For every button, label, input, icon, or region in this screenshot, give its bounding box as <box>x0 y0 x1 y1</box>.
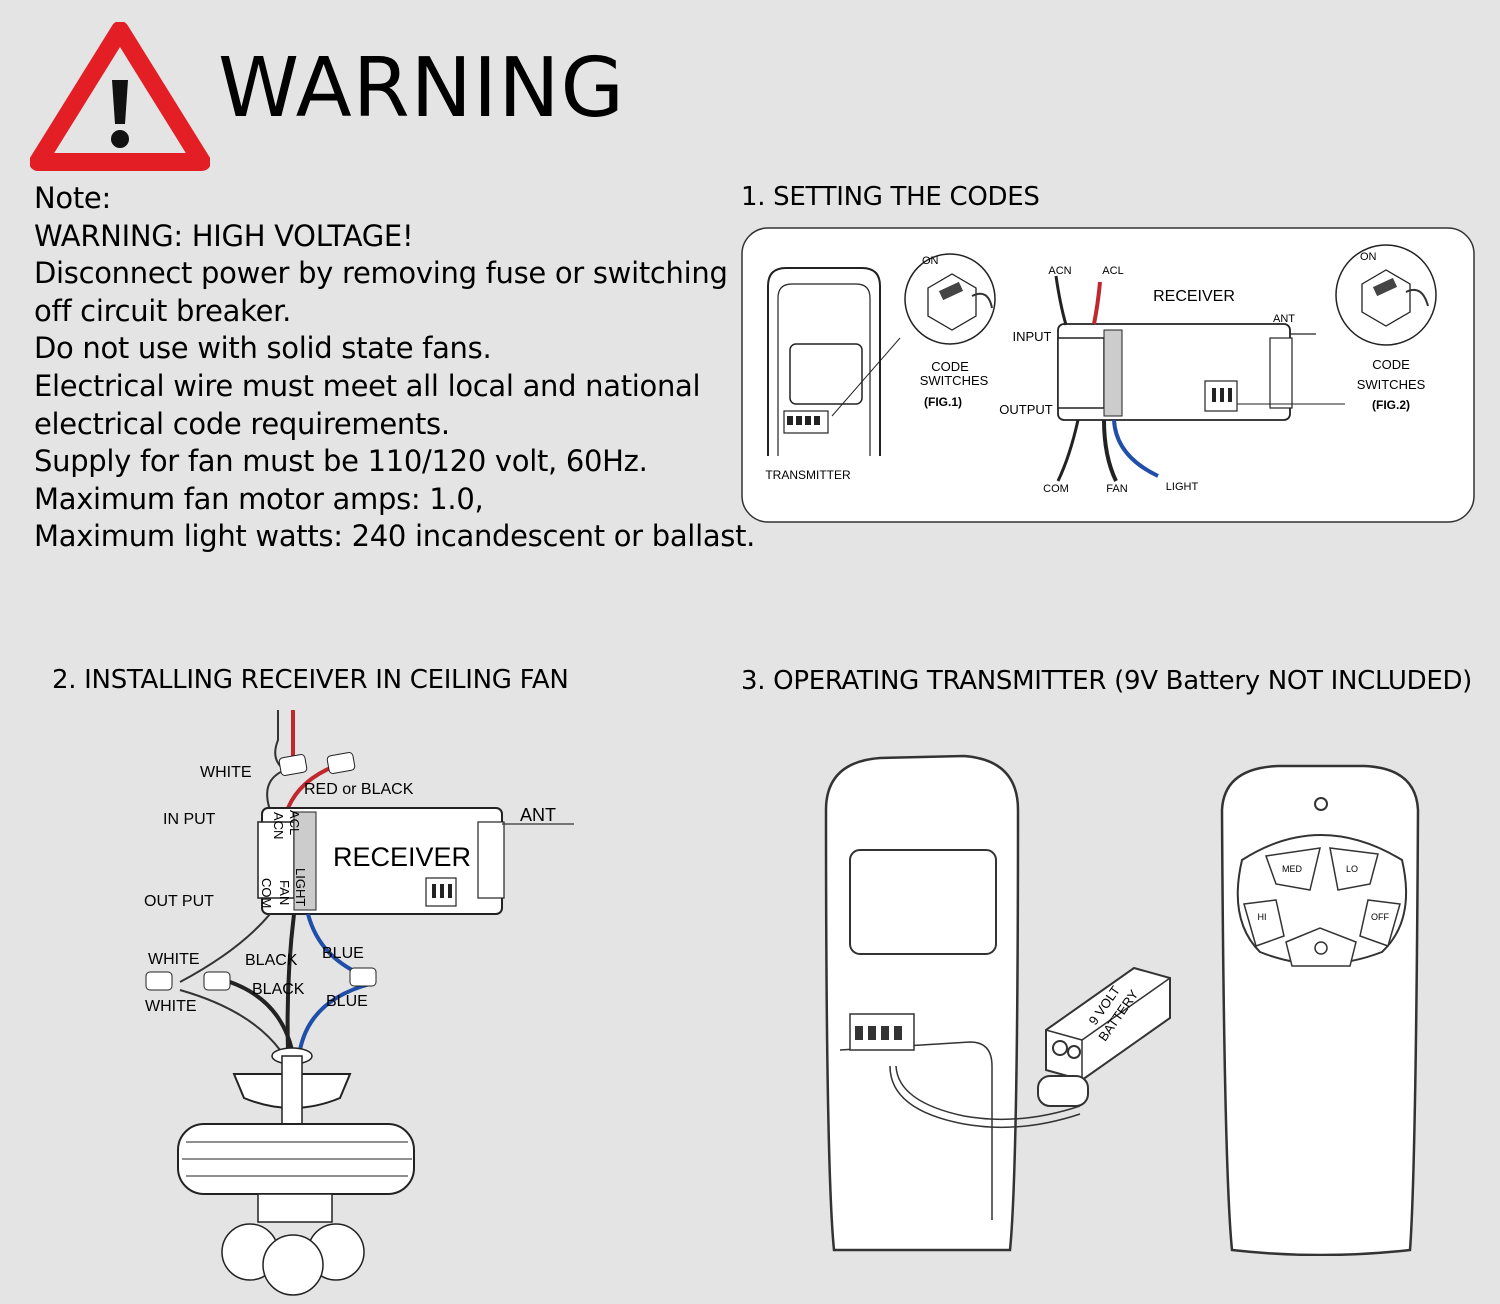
light-label: LIGHT <box>1166 481 1199 493</box>
on-label: ON <box>922 255 939 267</box>
dip-switch-zoom-fig1 <box>904 253 996 345</box>
transmitter-front-illustration <box>1220 764 1420 1256</box>
warning-title: WARNING <box>218 41 626 136</box>
ant-label: ANT <box>520 805 556 825</box>
fan-label: FAN <box>277 880 292 905</box>
on-label: ON <box>1360 251 1377 263</box>
code-switches-label: SWITCHES <box>920 373 989 388</box>
black-label: BLACK <box>245 952 298 969</box>
note-line: Maximum light watts: 240 incandescent or… <box>34 519 756 554</box>
setting-codes-diagram: TRANSMITTER ON CODE SWITCHES (FIG.1) ACN… <box>741 227 1475 523</box>
fan-label: FAN <box>1106 483 1127 495</box>
red-or-black-label: RED or BLACK <box>304 781 414 798</box>
output-label: OUT PUT <box>144 893 214 910</box>
note-line: WARNING: HIGH VOLTAGE! <box>34 218 414 253</box>
output-label: OUTPUT <box>999 402 1053 417</box>
note-line: Maximum fan motor amps: 1.0, <box>34 481 484 516</box>
note-line: Do not use with solid state fans. <box>34 331 492 366</box>
ant-label: ANT <box>1273 313 1295 325</box>
warning-triangle-icon <box>30 22 210 171</box>
wire-nut <box>203 971 231 991</box>
battery-illustration: 9 VOLT BATTERY <box>1037 966 1171 1107</box>
lo-button-label: LO <box>1346 864 1358 874</box>
dip-switch-zoom-fig2 <box>1335 244 1437 346</box>
code-switches-label: SWITCHES <box>1357 377 1426 392</box>
white-label: WHITE <box>145 998 197 1015</box>
acl-label: ACL <box>1102 265 1123 277</box>
note-line: Disconnect power by removing fuse or swi… <box>34 256 728 291</box>
section-2-title: 2. INSTALLING RECEIVER IN CEILING FAN <box>52 665 569 695</box>
receiver-illustration <box>257 807 505 915</box>
off-button-label: OFF <box>1371 912 1389 922</box>
acn-label: ACN <box>271 812 286 839</box>
receiver-label: RECEIVER <box>1153 288 1235 305</box>
med-button-label: MED <box>1282 864 1303 874</box>
wire-nut <box>145 971 173 991</box>
section-3-title: 3. OPERATING TRANSMITTER (9V Battery NOT… <box>741 666 1473 696</box>
receiver-label: RECEIVER <box>333 842 471 872</box>
input-label: INPUT <box>1013 329 1052 344</box>
wire-nut <box>326 752 356 774</box>
hi-button-label: HI <box>1258 912 1267 922</box>
light-label: LIGHT <box>293 868 308 906</box>
transmitter-back-illustration <box>824 754 1081 1252</box>
code-switches-label: CODE <box>931 359 969 374</box>
installing-receiver-diagram: WHITE RED or BLACK IN PUT ANT RECEIVER O… <box>144 710 574 1296</box>
ceiling-fan-illustration <box>177 1047 415 1296</box>
note-line: Supply for fan must be 110/120 volt, 60H… <box>34 444 648 479</box>
code-switches-label: CODE <box>1372 357 1410 372</box>
notes-block: Note: WARNING: HIGH VOLTAGE! Disconnect … <box>34 180 755 556</box>
note-line: electrical code requirements. <box>34 406 450 441</box>
black-label: BLACK <box>252 981 305 998</box>
note-line: off circuit breaker. <box>34 293 292 328</box>
wire-nut <box>278 754 308 776</box>
acl-label: ACL <box>287 810 302 835</box>
white-label: WHITE <box>200 764 252 781</box>
com-label: COM <box>259 878 274 908</box>
blue-label: BLUE <box>326 993 368 1010</box>
acn-label: ACN <box>1048 265 1071 277</box>
fig1-label: (FIG.1) <box>924 395 962 409</box>
operating-transmitter-diagram: 9 VOLT BATTERY MED LO HI OFF <box>824 754 1420 1256</box>
transmitter-label: TRANSMITTER <box>765 468 851 482</box>
note-line: Electrical wire must meet all local and … <box>34 368 701 403</box>
transmitter-outline <box>767 267 881 456</box>
section-1-title: 1. SETTING THE CODES <box>741 182 1040 212</box>
com-label: COM <box>1043 483 1069 495</box>
blue-label: BLUE <box>322 945 364 962</box>
input-label: IN PUT <box>163 811 216 828</box>
wire-nut <box>349 967 377 987</box>
fig2-label: (FIG.2) <box>1372 398 1410 412</box>
white-label: WHITE <box>148 951 200 968</box>
note-line: Note: <box>34 181 111 215</box>
receiver-illustration <box>1057 323 1293 421</box>
